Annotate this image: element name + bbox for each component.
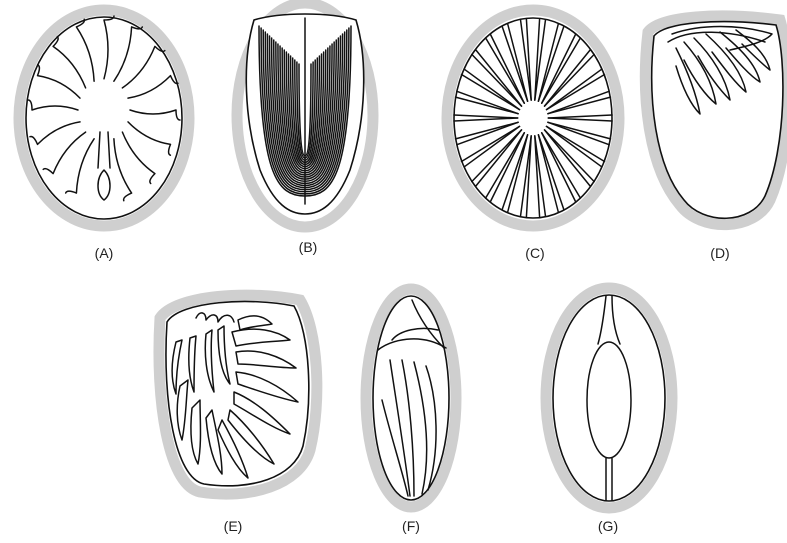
caption-f: (F): [381, 518, 441, 534]
panel-d-seed: [645, 16, 787, 225]
panel-f-seed: [366, 289, 456, 507]
caption-e: (E): [203, 518, 263, 534]
caption-b: (B): [278, 239, 338, 255]
panel-c-seed: [447, 10, 619, 226]
caption-c: (C): [505, 245, 565, 261]
panel-e-seed: [159, 295, 317, 494]
panel-b-seed: [237, 3, 373, 227]
caption-d: (D): [690, 245, 750, 261]
caption-a: (A): [74, 245, 134, 261]
panel-a-seed: [19, 10, 189, 226]
caption-g: (G): [578, 518, 638, 534]
panel-g-seed: [546, 288, 672, 508]
